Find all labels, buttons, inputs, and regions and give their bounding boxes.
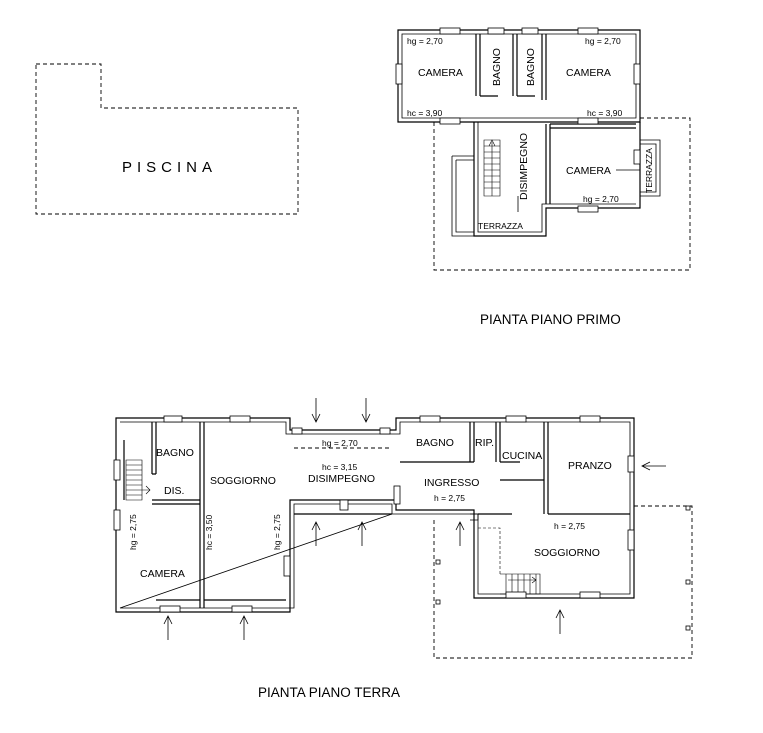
gf-hc-soggiorno: hc = 3,50 (204, 515, 214, 550)
gf-dis-label: DIS. (164, 485, 184, 497)
ff-bagno-1-label: BAGNO (491, 48, 503, 86)
gf-hg-dis: hg = 2,70 (322, 438, 358, 448)
ff-camera-left-label: CAMERA (418, 67, 463, 79)
ff-camera-lower-label: CAMERA (566, 165, 611, 177)
gf-disimpegno-label: DISIMPEGNO (308, 473, 375, 485)
gf-rip-label: RIP. (475, 437, 494, 449)
gf-h-ingresso: h = 2,75 (434, 493, 465, 503)
pool-label: PISCINA (122, 159, 217, 176)
gf-bagno-center-label: BAGNO (416, 437, 454, 449)
ff-terrazza-bottom-label: TERRAZZA (478, 221, 523, 231)
gf-bagno-left-label: BAGNO (156, 447, 194, 459)
gf-hg-soggiorno: hg = 2,75 (272, 514, 282, 550)
gf-soggiorno-left-label: SOGGIORNO (210, 475, 276, 487)
ff-camera-right-label: CAMERA (566, 67, 611, 79)
gf-camera-label: CAMERA (140, 568, 185, 580)
first-floor-title: PIANTA PIANO PRIMO (480, 312, 621, 327)
ff-hg-tr: hg = 2,70 (585, 36, 621, 46)
ff-hg-tl: hg = 2,70 (407, 36, 443, 46)
ground-floor-plan (113, 415, 693, 659)
ground-floor-title: PIANTA PIANO TERRA (258, 685, 400, 700)
entrance-arrows (163, 398, 666, 640)
first-floor-plan (395, 27, 691, 271)
gf-hc-dis: hc = 3,15 (322, 462, 357, 472)
gf-h-soggiorno: h = 2,75 (554, 521, 585, 531)
gf-hg-camera: hg = 2,75 (128, 514, 138, 550)
pool-outline (35, 63, 299, 215)
gf-soggiorno-right-label: SOGGIORNO (534, 547, 600, 559)
gf-pranzo-label: PRANZO (568, 460, 612, 472)
gf-cucina-label: CUCINA (502, 450, 542, 462)
ff-hc-left: hc = 3,90 (407, 108, 442, 118)
ff-disimpegno-label: DISIMPEGNO (518, 133, 530, 200)
ff-hc-right: hc = 3,90 (587, 108, 622, 118)
gf-ingresso-label: INGRESSO (424, 477, 479, 489)
ff-terrazza-side-label: TERRAZZA (644, 148, 654, 193)
ff-bagno-2-label: BAGNO (525, 48, 537, 86)
ff-hg-lower: hg = 2,70 (583, 194, 619, 204)
